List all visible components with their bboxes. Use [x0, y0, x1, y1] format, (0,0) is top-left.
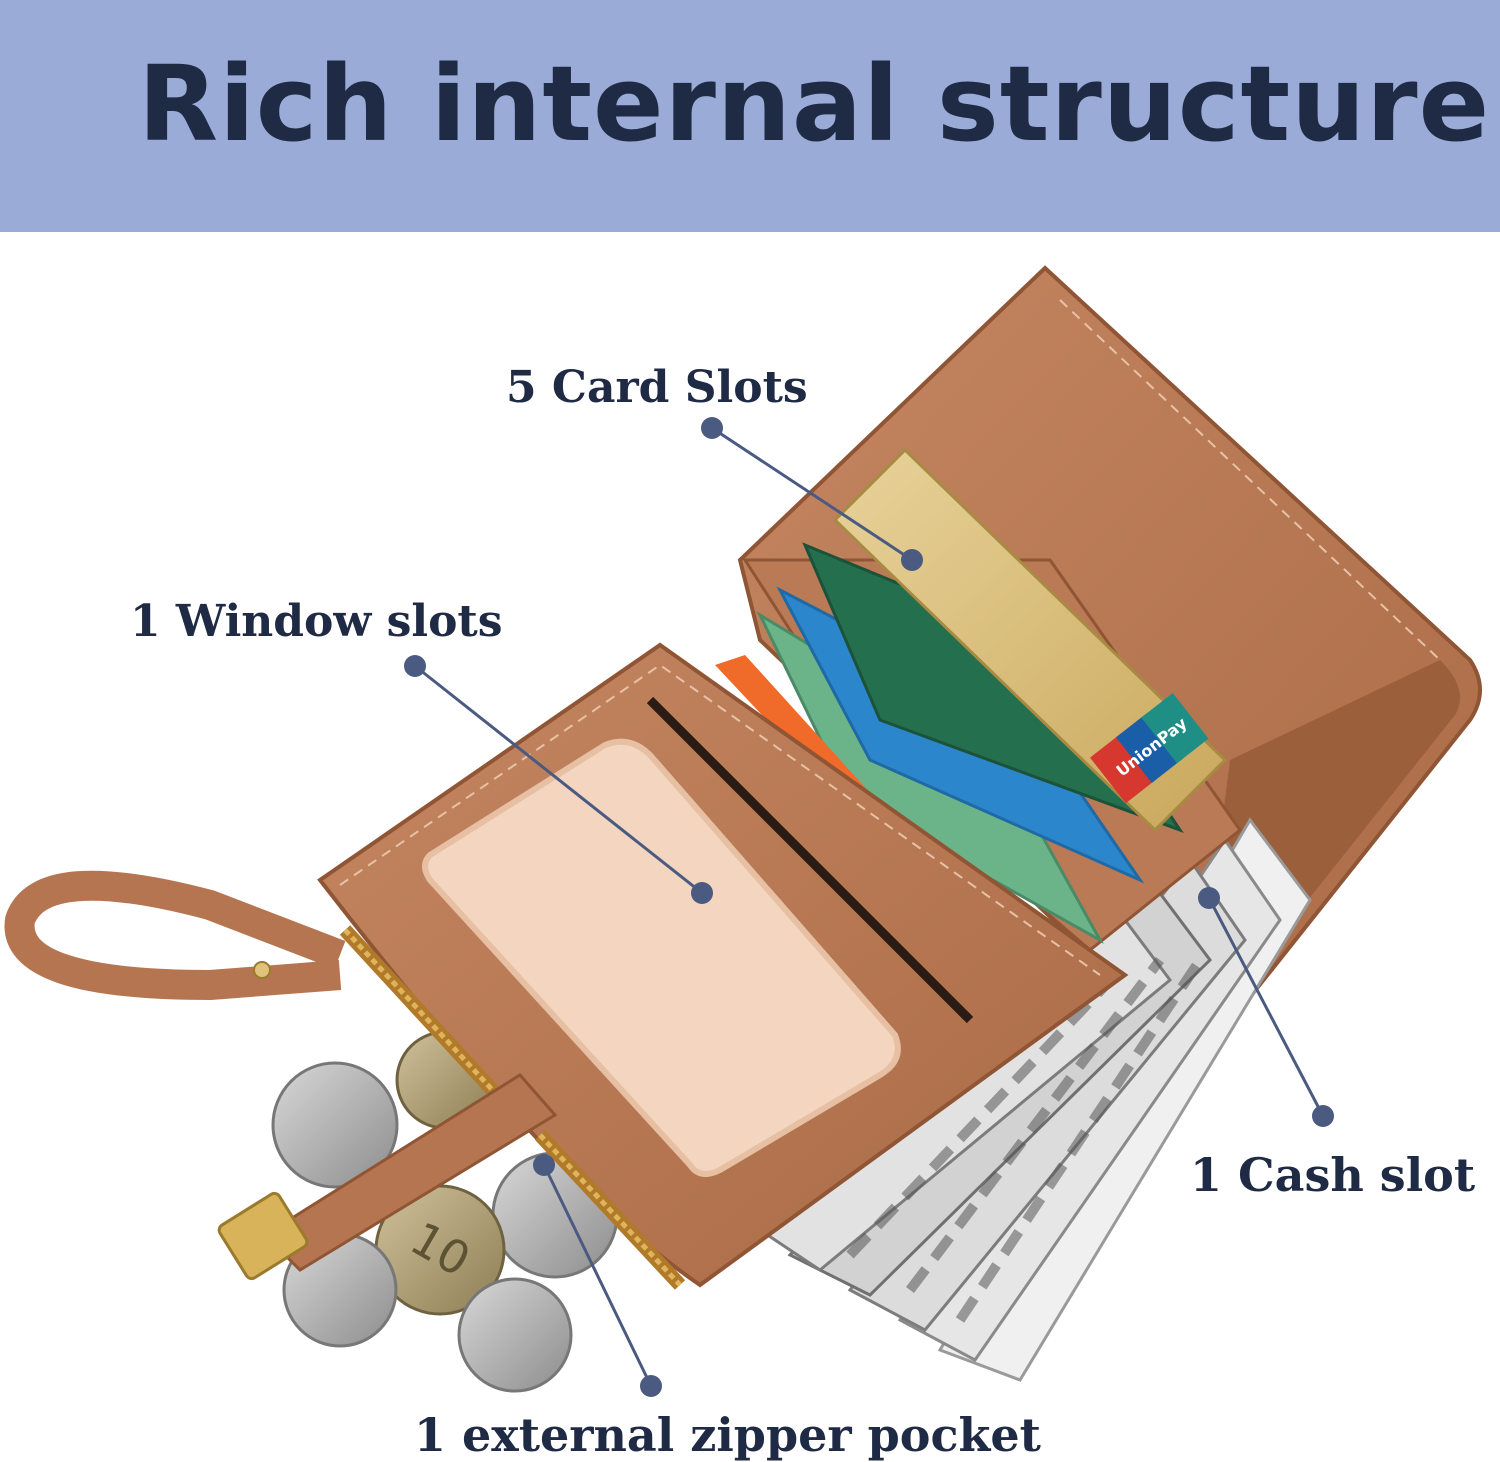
page-title: Rich internal structure	[138, 43, 1491, 165]
card-slots-pointer	[711, 426, 913, 562]
pointer-lines	[404, 417, 1334, 1397]
zipper	[217, 925, 686, 1290]
header-banner	[0, 0, 1500, 232]
window-slot-pointer	[414, 664, 703, 895]
cash-slot-label: 1 Cash slot	[1190, 1148, 1476, 1202]
wrist-strap	[4, 870, 346, 1000]
window-slots-label: 1 Window slots	[130, 596, 503, 647]
zipper-pocket-pointer	[542, 1164, 653, 1387]
zipper-pocket-label: 1 external zipper pocket	[414, 1408, 1041, 1462]
card-slots-label: 5 Card Slots	[506, 362, 808, 413]
cash-slot-pointer	[1207, 897, 1325, 1117]
